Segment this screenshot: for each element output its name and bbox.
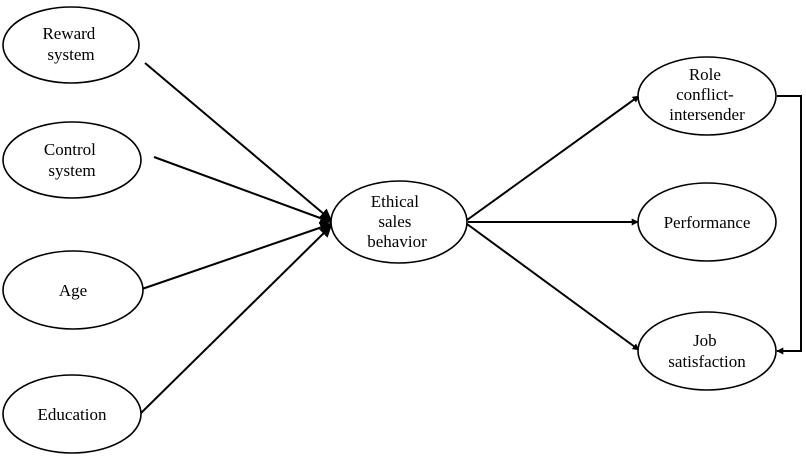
- node-role-conflict-intersender-shape: [637, 56, 777, 136]
- node-performance-shape: [637, 182, 777, 262]
- node-reward-system-line-1: Reward: [42, 24, 95, 43]
- node-performance: Performance: [637, 182, 777, 262]
- nodes-layer: Reward system Control system Age Educati…: [2, 6, 777, 454]
- edge-role-to-job: [776, 95, 802, 355]
- node-job-satisfaction-line-2: satisfaction: [668, 352, 746, 371]
- node-age-label: Age: [59, 281, 87, 300]
- node-reward-system: Reward system: [2, 6, 140, 84]
- node-ethical-sales-behavior-line-3: behavior: [367, 232, 427, 251]
- edge-control-to-ethical: [153, 156, 333, 224]
- node-job-satisfaction-label: Job satisfaction: [668, 331, 746, 371]
- edge-age-to-ethical: [141, 221, 333, 290]
- edge-ethical-to-job: [466, 223, 640, 351]
- node-role-conflict-intersender: Role conflict- intersender: [637, 56, 777, 136]
- node-ethical-sales-behavior-line-2: sales: [378, 212, 411, 231]
- node-control-system-line-2: system: [48, 161, 95, 180]
- node-job-satisfaction-line-1: Job: [693, 331, 717, 350]
- node-reward-system-shape: [2, 6, 140, 84]
- node-education-label: Education: [38, 405, 107, 424]
- node-performance-line-1: Performance: [664, 213, 751, 232]
- node-education-line-1: Education: [38, 405, 107, 424]
- edge-reward-to-ethical: [144, 62, 332, 221]
- edges-layer: [139, 62, 802, 415]
- node-job-satisfaction: Job satisfaction: [637, 311, 777, 391]
- node-reward-system-label: Reward system: [42, 24, 99, 64]
- node-ethical-sales-behavior: Ethical sales behavior: [330, 180, 468, 264]
- node-role-conflict-intersender-line-2: conflict-: [676, 85, 734, 104]
- node-control-system-line-1: Control: [44, 140, 96, 159]
- node-role-conflict-intersender-line-3: intersender: [669, 105, 745, 124]
- node-control-system-label: Control system: [44, 140, 100, 180]
- node-job-satisfaction-shape: [637, 311, 777, 391]
- node-control-system: Control system: [2, 121, 142, 199]
- node-education-shape: [2, 374, 142, 454]
- node-role-conflict-intersender-line-1: Role: [689, 65, 721, 84]
- node-age: Age: [2, 250, 144, 330]
- node-education: Education: [2, 374, 142, 454]
- node-age-shape: [2, 250, 144, 330]
- node-age-line-1: Age: [59, 281, 87, 300]
- node-ethical-sales-behavior-label: Ethical sales behavior: [367, 192, 427, 251]
- node-control-system-shape: [2, 121, 142, 199]
- edge-education-to-ethical: [139, 225, 332, 415]
- node-performance-label: Performance: [664, 213, 751, 232]
- node-role-conflict-intersender-label: Role conflict- intersender: [669, 65, 745, 124]
- edge-ethical-to-role: [466, 95, 640, 221]
- node-reward-system-line-2: system: [47, 45, 94, 64]
- node-ethical-sales-behavior-shape: [330, 180, 468, 264]
- node-ethical-sales-behavior-line-1: Ethical: [371, 192, 419, 211]
